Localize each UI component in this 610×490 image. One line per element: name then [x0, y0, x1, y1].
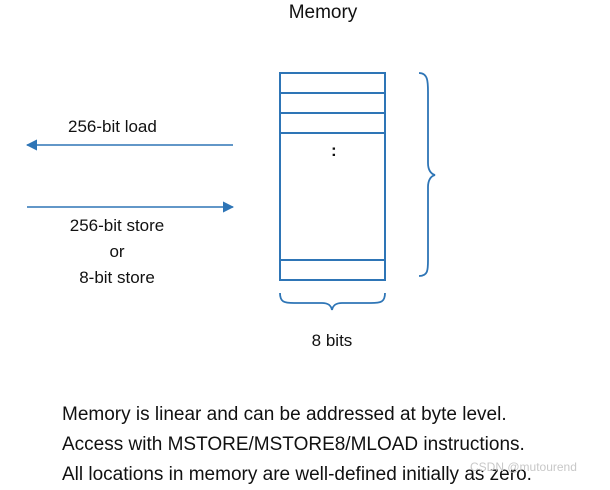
- watermark: CSDN @mutourend: [470, 460, 577, 474]
- diagram-title: Memory: [288, 2, 358, 23]
- memory-column-outline: [279, 72, 386, 281]
- caption-line: Memory is linear and can be addressed at…: [62, 404, 507, 425]
- memory-ellipsis: :: [331, 141, 337, 160]
- bottom-curly-brace: [279, 292, 386, 311]
- width-label: 8 bits: [311, 331, 353, 350]
- memory-column: [279, 72, 386, 281]
- caption: Memory is linear and can be addressed at…: [62, 400, 532, 490]
- load-label: 256-bit load: [68, 117, 157, 136]
- caption-line: All locations in memory are well-defined…: [62, 464, 532, 485]
- store-label-line2: or: [109, 242, 125, 261]
- store-label-line1: 256-bit store: [69, 216, 165, 235]
- caption-line: Access with MSTORE/MSTORE8/MLOAD instruc…: [62, 434, 525, 455]
- right-curly-brace: [418, 72, 436, 277]
- store-label-line3: 8-bit store: [79, 268, 155, 287]
